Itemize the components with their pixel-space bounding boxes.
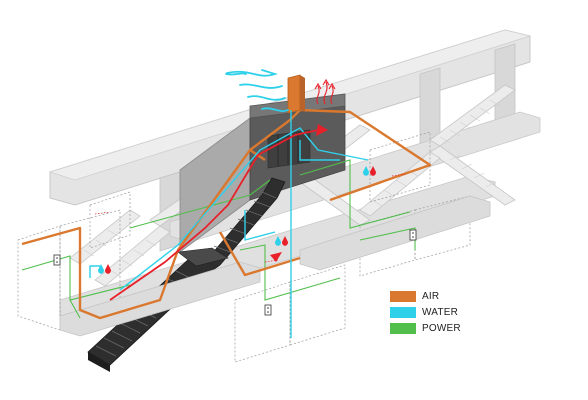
legend-item-power: POWER	[390, 321, 510, 336]
legend-item-air: AIR	[390, 289, 510, 304]
power-outlet-icon	[53, 229, 417, 316]
wind-icon	[225, 69, 289, 113]
legend-swatch-power	[390, 323, 416, 334]
heat-line	[109, 129, 319, 301]
heat-arrow-head	[316, 124, 328, 136]
legend-label-air: AIR	[422, 291, 440, 302]
legend-label-water: WATER	[422, 307, 458, 318]
legend-swatch-air	[390, 291, 416, 302]
air-chimney	[287, 74, 305, 114]
water-drop-icon	[98, 166, 376, 274]
heat-arrow-lower	[270, 252, 282, 262]
legend: AIR WATER POWER	[390, 289, 510, 337]
power-outlet-dots	[56, 232, 414, 313]
water-lines	[89, 110, 369, 338]
legend-label-power: POWER	[422, 323, 461, 334]
heat-markers	[94, 173, 406, 263]
heat-arrows-icon	[314, 78, 336, 105]
legend-item-water: WATER	[390, 305, 510, 320]
legend-swatch-water	[390, 307, 416, 318]
light-stair-treads	[83, 99, 501, 277]
